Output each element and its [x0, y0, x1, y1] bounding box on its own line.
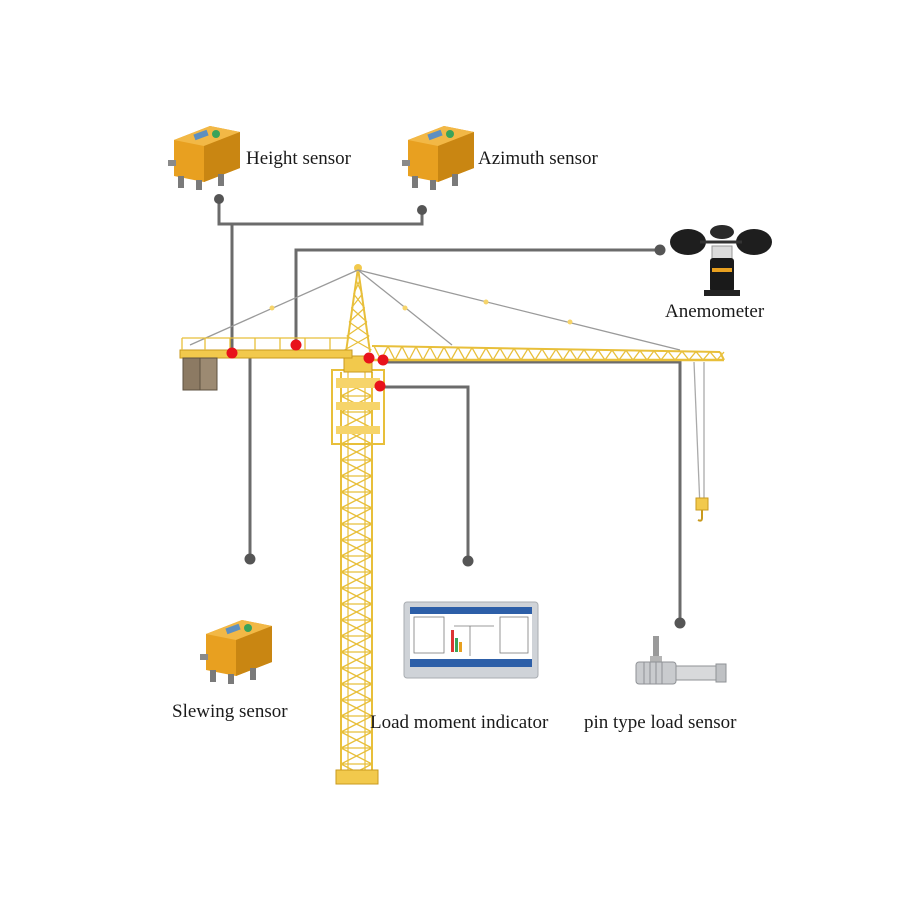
slewing-sensor-label: Slewing sensor: [172, 701, 288, 722]
sensor-point-height: [226, 347, 238, 359]
connector-height-azimuth: [217, 200, 424, 226]
sensor-point-lmi: [374, 380, 386, 392]
height-sensor-label: Height sensor: [246, 148, 352, 169]
pin-load-sensor-device: [635, 636, 727, 685]
hook-assembly: [693, 361, 709, 522]
load-moment-indicator-device: [403, 601, 539, 679]
anemometer-label: Anemometer: [665, 301, 765, 322]
connector-anemometer: [294, 248, 660, 345]
azimuth-sensor-device: [402, 126, 474, 190]
height-sensor-device: [168, 126, 240, 190]
main-jib: [371, 345, 725, 362]
connector-lmi: [380, 385, 470, 560]
tower-mast: [340, 372, 373, 781]
sensor-points: [226, 339, 389, 392]
azimuth-sensor-label: Azimuth sensor: [478, 148, 598, 169]
slewing-sensor-device: [200, 620, 272, 684]
sensor-point-pin: [377, 354, 389, 366]
counter-jib: [179, 337, 353, 391]
tower-crane: [179, 264, 725, 785]
pin-type-load-sensor-label: pin type load sensor: [584, 712, 737, 733]
connector-terminals: [214, 194, 686, 629]
connector-lines: [217, 200, 682, 622]
anemometer-device: [670, 225, 772, 296]
load-moment-indicator-label: Load moment indicator: [370, 712, 549, 733]
sensor-point-anemometer: [290, 339, 302, 351]
sensor-point-slewing: [363, 352, 375, 364]
tower-head: [344, 267, 372, 353]
connector-pin: [383, 360, 682, 622]
